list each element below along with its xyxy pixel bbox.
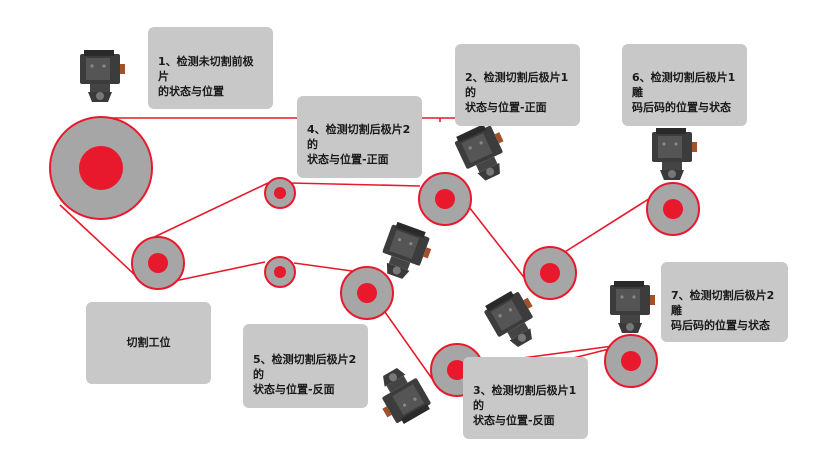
camera-icon [368,362,434,430]
roller-8 [646,182,700,236]
step4-line1: 4、检测切割后极片2的 [307,123,411,151]
step3-line1: 3、检测切割后极片1的 [473,384,577,412]
label-cutting-station: 切割工位 [86,302,211,384]
label-step1: 1、检测未切割前极片 的状态与位置 [148,27,273,109]
label-step7: 7、检测切割后极片2雕 码后码的位置与状态 [661,262,788,342]
step7-line2: 码后码的位置与状态 [671,319,770,332]
camera-icon [610,281,655,333]
roller-5 [418,172,472,226]
label-step4: 4、检测切割后极片2的 状态与位置-正面 [297,96,422,178]
roller-3 [264,177,296,209]
step5-line1: 5、检测切割后极片2的 [253,353,357,381]
roller-10 [604,334,658,388]
step2-line1: 2、检测切割后极片1的 [465,71,569,99]
roller-4 [264,256,296,288]
label-step5: 5、检测切割后极片2的 状态与位置-反面 [243,324,368,408]
step3-line2: 状态与位置-反面 [473,414,555,427]
cutting-station-text: 切割工位 [126,336,171,349]
step5-line2: 状态与位置-反面 [253,383,335,396]
roller-7 [523,246,577,300]
step4-line2: 状态与位置-正面 [307,153,389,166]
step1-line1: 1、检测未切割前极片 [158,55,254,83]
camera-icon [80,50,125,102]
step6-line1: 6、检测切割后极片1雕 [632,71,736,99]
step2-line2: 状态与位置-正面 [465,101,547,114]
step7-line1: 7、检测切割后极片2雕 [671,289,775,317]
roller-6 [340,266,394,320]
label-step6: 6、检测切割后极片1雕 码后码的位置与状态 [622,44,747,126]
roller-main [49,116,153,220]
step1-line2: 的状态与位置 [158,85,224,98]
roller-2 [131,236,185,290]
step6-line2: 码后码的位置与状态 [632,101,731,114]
label-step3: 3、检测切割后极片1的 状态与位置-反面 [463,357,588,439]
label-step2: 2、检测切割后极片1的 状态与位置-正面 [455,44,580,126]
camera-icon [452,119,516,186]
camera-icon [652,128,697,180]
